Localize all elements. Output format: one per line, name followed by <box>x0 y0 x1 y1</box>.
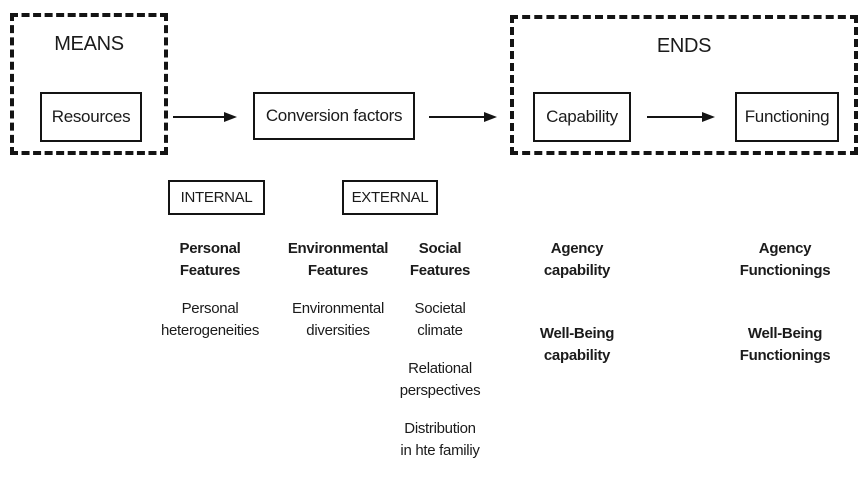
means-label: MEANS <box>54 33 124 55</box>
list-item: Agency capability <box>543 240 611 279</box>
column-social-factors: Social Features Societal climate Relatio… <box>375 238 505 462</box>
arrow-right-icon <box>429 112 497 122</box>
resources-box: Resources <box>40 92 142 142</box>
list-item: Personal heterogeneities <box>160 300 260 339</box>
list-item: Social Features <box>409 240 471 279</box>
list-item: Agency Functionings <box>739 240 831 279</box>
column-capability-kinds: Agency capability Well-Being capability <box>512 238 642 367</box>
column-environmental-factors: Environmental Features Environmental div… <box>273 238 403 342</box>
arrow-right-icon <box>647 112 715 122</box>
list-item: Well-Being Functionings <box>739 325 831 364</box>
list-item: Environmental Features <box>287 240 389 279</box>
functioning-label: Functioning <box>744 107 830 126</box>
capability-label: Capability <box>546 107 618 126</box>
list-item: Well-Being capability <box>539 325 615 364</box>
ends-group-box: ENDS Capability Functioning <box>510 15 858 155</box>
list-item: Societal climate <box>414 300 466 339</box>
ends-label: ENDS <box>656 35 712 57</box>
conversion-factors-label: Conversion factors <box>265 106 403 125</box>
conversion-factors-box: Conversion factors <box>253 92 415 140</box>
column-functioning-kinds: Agency Functionings Well-Being Functioni… <box>720 238 850 367</box>
functioning-box: Functioning <box>735 92 839 142</box>
arrow-right-icon <box>173 112 237 122</box>
external-label: EXTERNAL <box>351 189 429 206</box>
list-item: Personal Features <box>179 240 241 279</box>
capability-box: Capability <box>533 92 631 142</box>
external-factors-box: EXTERNAL <box>342 180 438 215</box>
list-item: Relational perspectives <box>399 360 481 399</box>
list-item: Environmental diversities <box>292 300 384 339</box>
column-personal-factors: Personal Features Personal heterogeneiti… <box>145 238 275 342</box>
list-item: Distribution in hte familiy <box>400 420 480 459</box>
internal-label: INTERNAL <box>180 189 253 206</box>
internal-factors-box: INTERNAL <box>168 180 265 215</box>
resources-label: Resources <box>51 107 131 126</box>
means-group-box: MEANS Resources <box>10 13 168 155</box>
